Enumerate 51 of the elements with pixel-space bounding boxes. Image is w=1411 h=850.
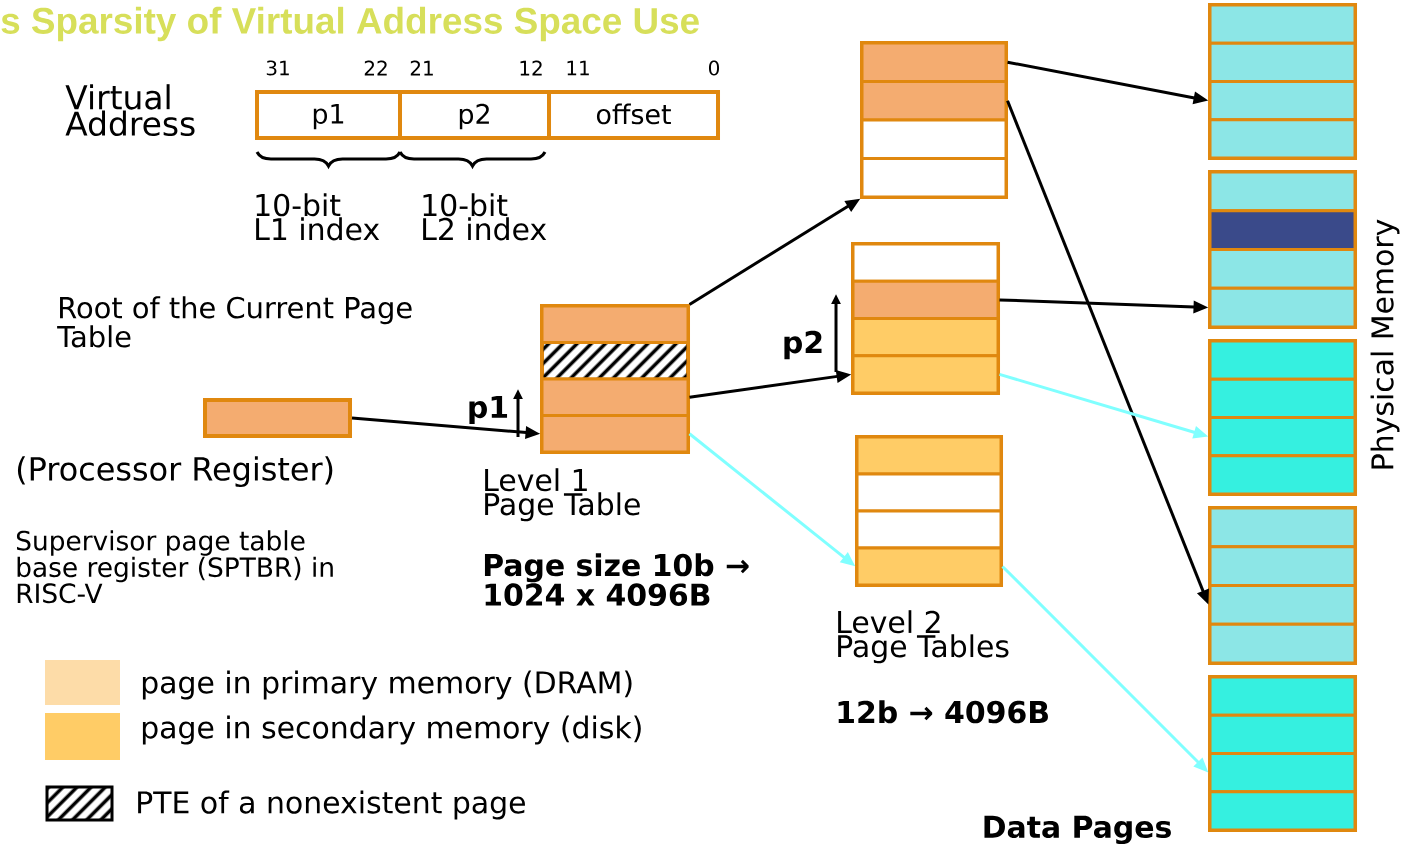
page-row bbox=[1208, 286, 1357, 329]
bit-number: 12 bbox=[520, 60, 542, 76]
page-row bbox=[1208, 790, 1357, 832]
index-label: p1 bbox=[469, 396, 508, 424]
legend-text: page in primary memory (DRAM) bbox=[142, 670, 632, 700]
table-entry bbox=[860, 118, 1008, 160]
address-field: p1 bbox=[255, 90, 402, 140]
address-field: offset bbox=[547, 90, 720, 140]
legend-text: page in secondary memory (disk) bbox=[142, 715, 641, 745]
slide-title: s Sparsity of Virtual Address Space Use bbox=[1, 6, 699, 42]
page-row bbox=[1208, 41, 1357, 83]
table-entry bbox=[851, 242, 1000, 283]
field-caption: 10-bit L2 index bbox=[423, 193, 547, 241]
table-caption: Level 1 Page Table bbox=[485, 468, 640, 522]
index-label: p2 bbox=[784, 330, 822, 360]
field-caption: 10-bit L1 index bbox=[256, 193, 380, 241]
register-box bbox=[203, 398, 352, 438]
table-entry bbox=[855, 546, 1003, 587]
page-row bbox=[1208, 713, 1357, 755]
section-label: Data Pages bbox=[984, 815, 1171, 845]
address-field: p2 bbox=[398, 90, 551, 140]
table-entry bbox=[540, 304, 690, 344]
bit-number: 22 bbox=[364, 60, 387, 76]
page-row bbox=[1208, 118, 1357, 160]
table-caption: Level 2 Page Tables bbox=[838, 610, 1009, 664]
page-row bbox=[1208, 675, 1357, 717]
memory-label: Physical Memory bbox=[1370, 219, 1400, 469]
size-note: Page size 10b → 1024 x 4096B bbox=[484, 553, 749, 606]
table-entry bbox=[540, 377, 690, 417]
page-row bbox=[1208, 584, 1357, 626]
page-row bbox=[1208, 377, 1357, 419]
table-entry bbox=[851, 354, 1000, 395]
table-entry bbox=[860, 41, 1008, 83]
page-row bbox=[1208, 339, 1357, 381]
register-caption: Root of the Current Page Table bbox=[57, 296, 412, 348]
register-caption: (Processor Register) bbox=[17, 456, 333, 488]
size-note: 12b → 4096B bbox=[838, 700, 1048, 724]
page-row bbox=[1208, 622, 1357, 665]
note-text: Supervisor page table base register (SPTBR) in RISC-V bbox=[16, 530, 333, 604]
address-label: Virtual Address bbox=[65, 84, 195, 137]
page-row bbox=[1208, 248, 1357, 290]
bit-number: 11 bbox=[567, 60, 589, 76]
table-entry bbox=[540, 414, 690, 454]
page-row bbox=[1208, 545, 1357, 587]
page-row bbox=[1208, 3, 1357, 45]
table-entry bbox=[851, 279, 1000, 320]
bit-number: 21 bbox=[410, 60, 433, 76]
page-row bbox=[1208, 209, 1357, 251]
legend-text: PTE of a nonexistent page bbox=[138, 790, 525, 820]
table-entry bbox=[860, 157, 1008, 199]
page-row bbox=[1208, 454, 1357, 496]
